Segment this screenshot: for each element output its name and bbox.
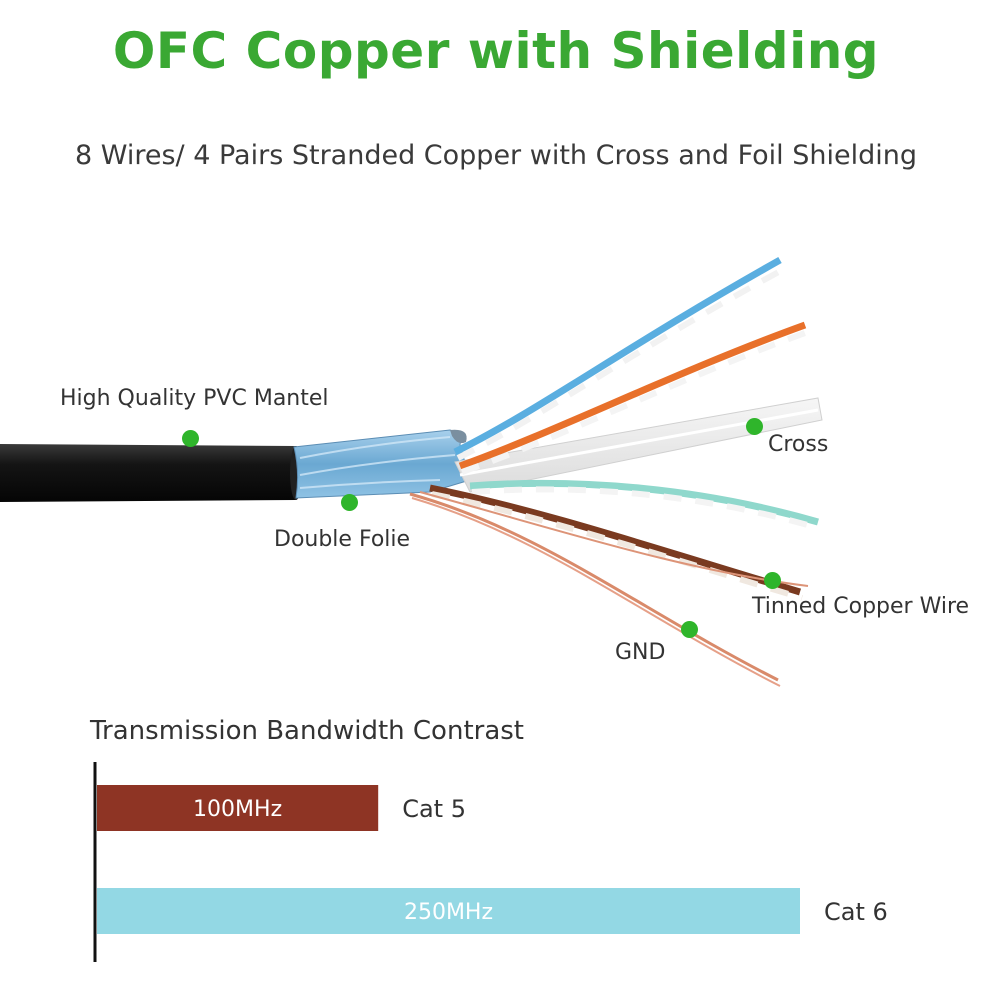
callout-gnd-label: GND — [615, 640, 666, 665]
wire-blue — [453, 256, 782, 456]
callout-folie-dot — [341, 494, 358, 511]
bandwidth-bar-chart: 100MHz Cat 5 250MHz Cat 6 — [93, 762, 888, 962]
callout-pvc-label: High Quality PVC Mantel — [60, 386, 329, 411]
wire-gnd — [409, 492, 779, 682]
bar-value-label: 100MHz — [193, 797, 282, 822]
callout-tinned-dot — [764, 572, 781, 589]
callout-cross-label: Cross — [768, 432, 829, 457]
page-title: OFC Copper with Shielding — [112, 22, 880, 80]
callout-cross-dot — [746, 418, 763, 435]
cable-illustration — [0, 256, 823, 687]
callout-tinned-label: Tinned Copper Wire — [752, 594, 970, 619]
callout-gnd-dot — [681, 621, 698, 638]
callout-pvc-dot — [182, 430, 199, 447]
cross-separator — [454, 397, 823, 493]
chart-title: Transmission Bandwidth Contrast — [90, 716, 525, 746]
bar-cat-5 — [97, 785, 379, 831]
wire-orange — [458, 321, 807, 470]
bar-category-label: Cat 5 — [402, 795, 466, 823]
bar-value-label: 250MHz — [404, 900, 493, 925]
bar-cat-6 — [97, 888, 800, 934]
page-subtitle: 8 Wires/ 4 Pairs Stranded Copper with Cr… — [74, 140, 918, 171]
bar-category-label: Cat 6 — [824, 898, 888, 926]
wire-teal — [469, 479, 819, 526]
callout-folie-label: Double Folie — [274, 527, 411, 552]
pvc-jacket — [0, 444, 299, 502]
